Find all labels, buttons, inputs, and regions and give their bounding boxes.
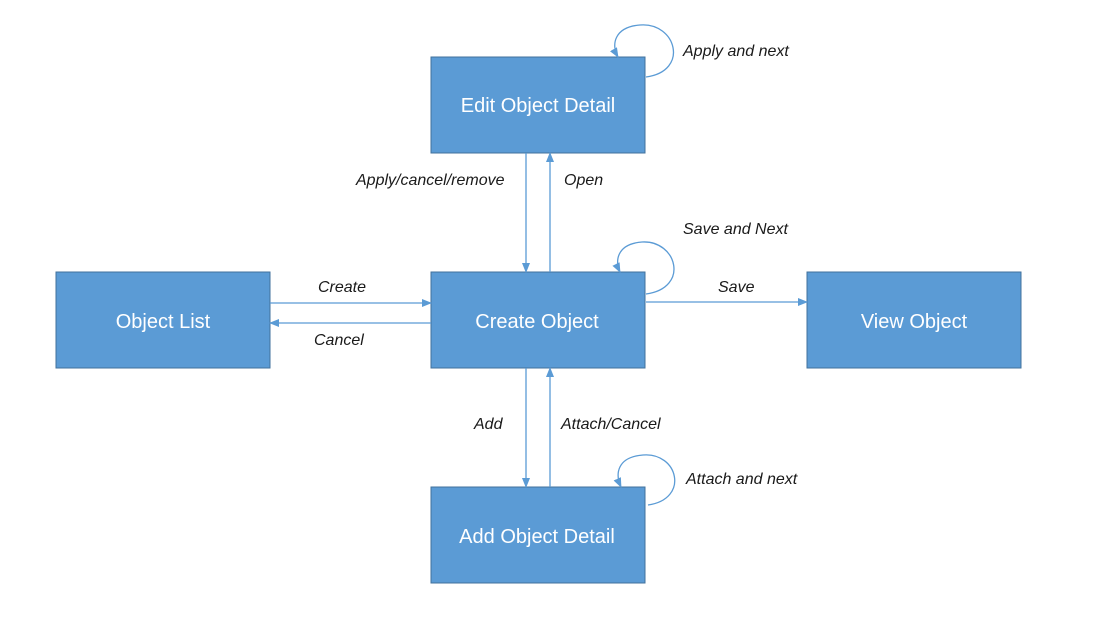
open-label: Open bbox=[564, 172, 603, 189]
edit-object-detail-node[interactable]: Edit Object Detail bbox=[430, 56, 646, 154]
create-label: Create bbox=[318, 279, 366, 296]
object-list-label: Object List bbox=[116, 311, 211, 333]
add-object-detail-label: Add Object Detail bbox=[459, 526, 615, 548]
apply-and-next-loop-arrow bbox=[610, 24, 675, 78]
attach-and-next-label: Attach and next bbox=[685, 471, 798, 488]
attach-and-next-loop-arrow bbox=[613, 454, 676, 506]
view-object-label: View Object bbox=[861, 311, 968, 333]
create-object-label: Create Object bbox=[475, 311, 599, 333]
save-label: Save bbox=[718, 279, 755, 296]
save-and-next-label: Save and Next bbox=[683, 221, 789, 238]
object-list-node[interactable]: Object List bbox=[55, 271, 271, 369]
add-label: Add bbox=[473, 416, 504, 433]
attach-cancel-label: Attach/Cancel bbox=[560, 416, 661, 433]
apply-cancel-remove-label: Apply/cancel/remove bbox=[355, 172, 505, 189]
view-object-node[interactable]: View Object bbox=[806, 271, 1022, 369]
edit-object-detail-label: Edit Object Detail bbox=[461, 95, 616, 117]
add-object-detail-node[interactable]: Add Object Detail bbox=[430, 486, 646, 584]
save-and-next-loop-arrow bbox=[612, 241, 675, 295]
create-object-node[interactable]: Create Object bbox=[430, 271, 646, 369]
cancel-label: Cancel bbox=[314, 332, 364, 349]
apply-and-next-label: Apply and next bbox=[682, 43, 789, 60]
